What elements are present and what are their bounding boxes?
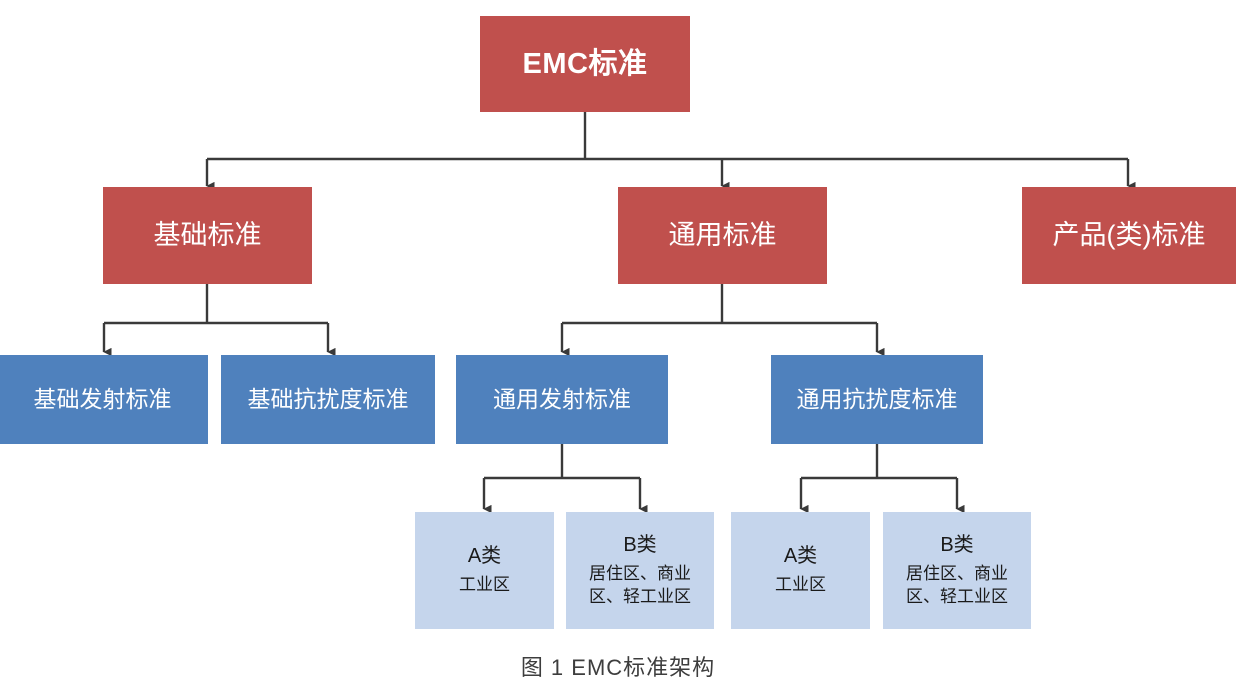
- node-generic-standard[interactable]: 通用标准: [618, 187, 827, 284]
- leaf-title: A类: [467, 545, 502, 568]
- node-emc-standard[interactable]: EMC标准: [480, 16, 690, 112]
- node-generic-standard-label: 通用标准: [668, 219, 777, 250]
- leaf-subtitle-line2: 区、轻工业区: [906, 586, 1008, 606]
- leaf-subtitle-line2: 区、轻工业区: [589, 586, 691, 606]
- node-generic-emission-standard-label: 通用发射标准: [493, 386, 631, 413]
- node-basic-immunity-standard-label: 基础抗扰度标准: [247, 386, 409, 413]
- node-basic-standard-label: 基础标准: [153, 219, 262, 250]
- node-generic-emission-standard[interactable]: 通用发射标准: [456, 355, 668, 444]
- figure-caption: 图 1 EMC标准架构: [520, 655, 716, 680]
- node-leaf-class-b-emission[interactable]: B类 居住区、商业 区、轻工业区: [566, 512, 714, 629]
- node-leaf-class-b-immunity[interactable]: B类 居住区、商业 区、轻工业区: [883, 512, 1031, 629]
- leaf-subtitle-line1: 工业区: [459, 575, 510, 595]
- leaf-subtitle-line1: 居住区、商业: [589, 563, 691, 583]
- node-generic-immunity-standard[interactable]: 通用抗扰度标准: [771, 355, 983, 444]
- node-leaf-class-a-immunity[interactable]: A类 工业区: [731, 512, 870, 629]
- node-generic-immunity-standard-label: 通用抗扰度标准: [796, 386, 958, 413]
- leaf-subtitle-line1: 居住区、商业: [906, 563, 1008, 583]
- node-product-standard[interactable]: 产品(类)标准: [1022, 187, 1236, 284]
- leaf-title: B类: [623, 533, 657, 556]
- node-basic-emission-standard[interactable]: 基础发射标准: [0, 355, 208, 444]
- leaf-title: B类: [940, 533, 974, 556]
- node-product-standard-label: 产品(类)标准: [1052, 219, 1206, 250]
- node-leaf-class-a-emission[interactable]: A类 工业区: [415, 512, 554, 629]
- node-basic-emission-standard-label: 基础发射标准: [33, 386, 172, 413]
- node-emc-standard-label: EMC标准: [522, 47, 648, 80]
- node-basic-standard[interactable]: 基础标准: [103, 187, 312, 284]
- node-basic-immunity-standard[interactable]: 基础抗扰度标准: [221, 355, 435, 444]
- leaf-title: A类: [783, 545, 818, 568]
- leaf-subtitle-line1: 工业区: [775, 575, 826, 595]
